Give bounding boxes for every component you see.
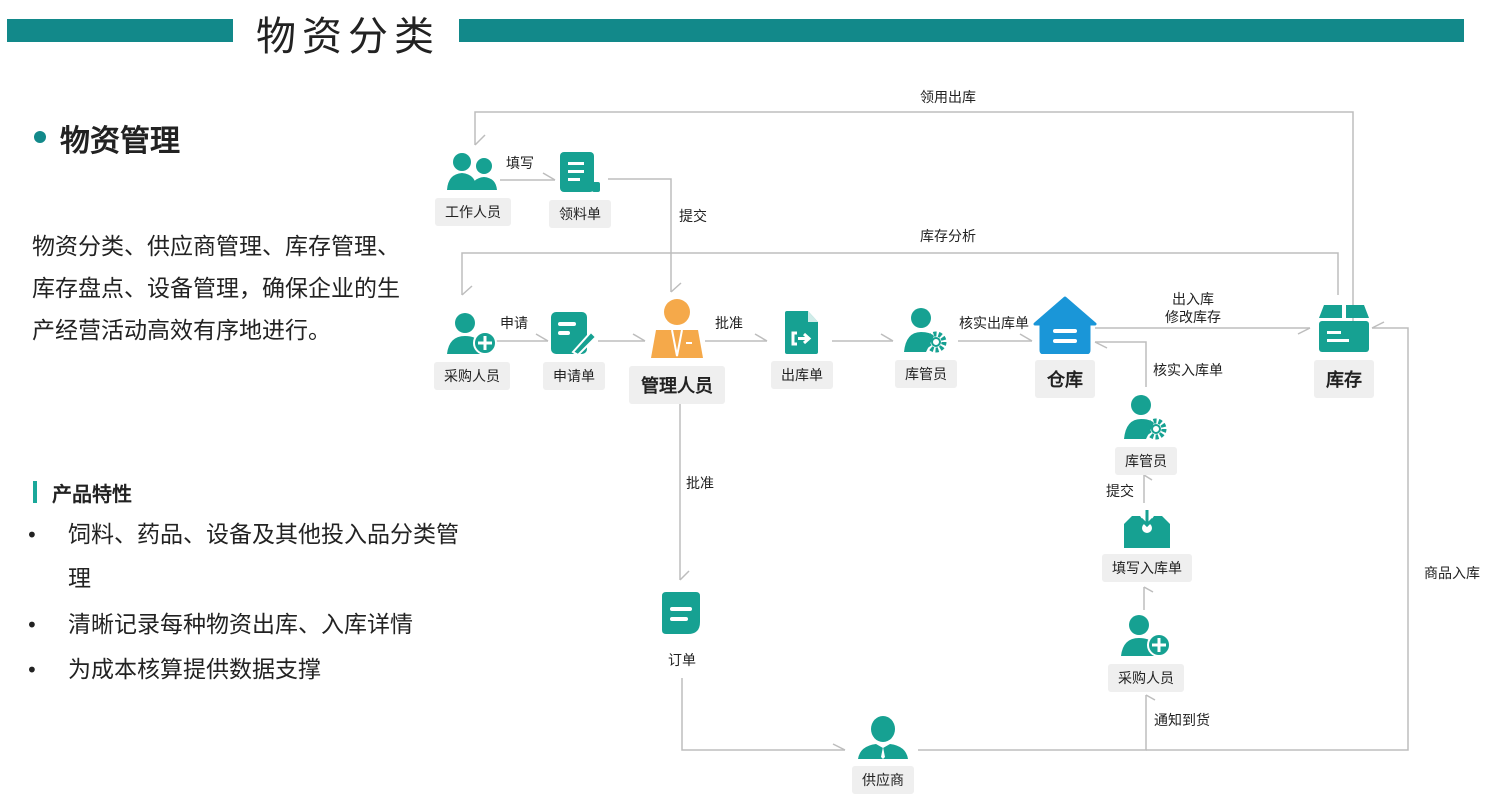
edge-label: 商品入库 xyxy=(1424,566,1480,582)
node-worker: 工作人员 xyxy=(435,152,511,226)
description: 物资分类、供应商管理、库存管理、库存盘点、设备管理，确保企业的生产经营活动高效有… xyxy=(32,234,400,344)
inventory-box-icon xyxy=(1319,305,1369,352)
node-label: 工作人员 xyxy=(435,198,511,226)
section-heading: 物资管理 xyxy=(60,124,180,159)
node-label: 领料单 xyxy=(549,200,611,228)
feature-item: • 清晰记录每种物资出库、入库详情 xyxy=(26,603,468,647)
header-bar-left xyxy=(7,19,233,42)
edge-label: 核实出库单 xyxy=(959,316,1029,332)
edge-label: 领用出库 xyxy=(920,90,976,106)
node-label: 库管员 xyxy=(1115,447,1177,475)
bullet: • xyxy=(26,523,38,547)
node-label: 仓库 xyxy=(1035,360,1095,398)
node-keeper: 库管员 xyxy=(895,308,957,388)
user-settings-icon xyxy=(1124,395,1167,440)
edge-label: 申请 xyxy=(500,316,528,332)
edge-label: 提交 xyxy=(679,209,707,225)
node-label: 出库单 xyxy=(771,361,833,389)
edge-label: 批准 xyxy=(686,476,714,492)
feature-text: 清晰记录每种物资出库、入库详情 xyxy=(68,612,413,638)
edge-goods-inbound xyxy=(1146,327,1409,751)
feature-text: 饲料、药品、设备及其他投入品分类管理 xyxy=(68,522,459,592)
supplier-icon xyxy=(858,716,908,759)
export-file-icon xyxy=(785,311,818,354)
page-title: 物资分类 xyxy=(256,14,440,60)
edge-verify-inbound xyxy=(1095,341,1147,387)
node-warehouse: 仓库 xyxy=(1033,296,1097,398)
edge-label: 通知到货 xyxy=(1154,713,1210,729)
edit-form-icon xyxy=(551,312,597,356)
edge-order-supplier xyxy=(681,678,845,751)
user-add-icon xyxy=(1121,615,1171,657)
edge-label: 库存分析 xyxy=(920,229,976,245)
feature-item: • 为成本核算提供数据支撑 xyxy=(26,648,468,692)
edge-label: 出入库 xyxy=(1172,292,1214,308)
edge-label: 填写 xyxy=(506,156,534,172)
node-manager: 管理人员 xyxy=(629,298,725,404)
bullet: • xyxy=(26,658,38,682)
node-supplier: 供应商 xyxy=(852,716,914,794)
bullet-dot xyxy=(34,131,46,143)
feature-accent-bar xyxy=(33,481,37,503)
node-order: 订单 xyxy=(662,592,702,670)
node-application-form: 申请单 xyxy=(543,312,605,390)
node-label: 供应商 xyxy=(852,766,914,794)
edge-label: 批准 xyxy=(715,316,743,332)
node-keeper-2: 库管员 xyxy=(1115,395,1177,475)
node-purchaser: 采购人员 xyxy=(434,312,510,390)
node-label: 库存 xyxy=(1314,360,1374,398)
node-inbound-form: 填写入库单 xyxy=(1102,510,1192,582)
node-label: 管理人员 xyxy=(629,366,725,404)
user-add-icon xyxy=(447,313,497,355)
order-icon xyxy=(662,592,700,634)
user-settings-icon xyxy=(904,308,947,353)
node-label: 库管员 xyxy=(895,360,957,388)
document-icon xyxy=(560,152,600,192)
edge-label: 核实入库单 xyxy=(1153,363,1223,379)
edge-submit xyxy=(608,178,672,292)
edge-label: 提交 xyxy=(1106,484,1134,500)
node-requisition-form: 领料单 xyxy=(549,152,611,228)
edge-notify xyxy=(918,695,1147,751)
node-label: 填写入库单 xyxy=(1102,554,1192,582)
inbox-download-icon xyxy=(1124,510,1170,548)
feature-text: 为成本核算提供数据支撑 xyxy=(68,657,321,683)
edge-inventory-analysis xyxy=(461,252,1339,295)
edge-use-outbound xyxy=(474,111,1354,322)
node-label: 采购人员 xyxy=(434,362,510,390)
feature-item: • 饲料、药品、设备及其他投入品分类管理 xyxy=(26,513,468,601)
warehouse-icon xyxy=(1033,296,1097,354)
features-title: 产品特性 xyxy=(52,482,132,506)
users-icon xyxy=(447,153,497,190)
node-outbound-form: 出库单 xyxy=(771,311,833,389)
node-purchaser-2: 采购人员 xyxy=(1108,614,1184,692)
edge-label: 修改库存 xyxy=(1165,310,1221,326)
node-label: 采购人员 xyxy=(1108,664,1184,692)
manager-icon xyxy=(651,299,703,358)
header-bar-right xyxy=(459,19,1464,42)
bullet: • xyxy=(26,613,38,637)
node-label: 申请单 xyxy=(543,362,605,390)
node-label: 订单 xyxy=(668,653,696,669)
node-inventory: 库存 xyxy=(1314,302,1374,398)
